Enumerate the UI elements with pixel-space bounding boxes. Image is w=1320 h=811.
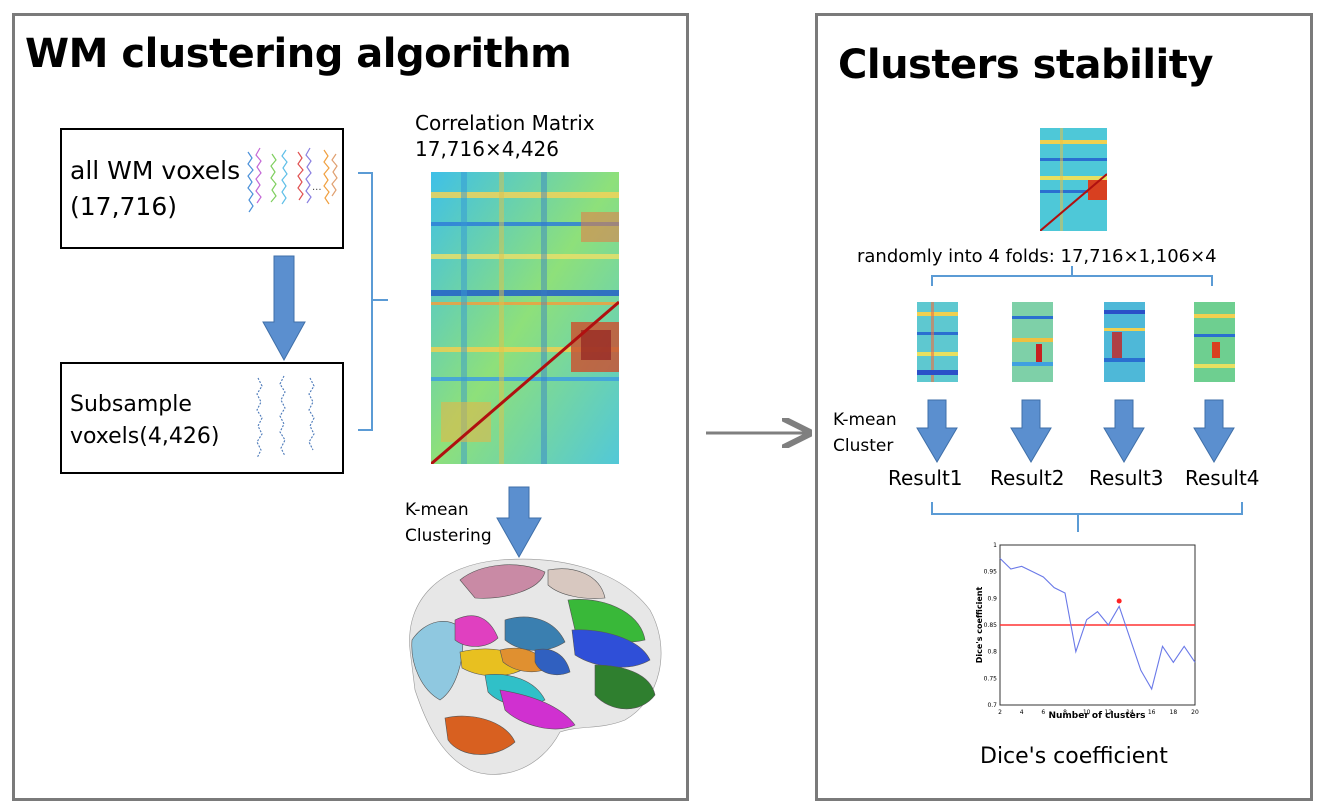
fold-matrix-1 [917, 302, 958, 382]
voxel-timeseries-icon: ··· [247, 147, 338, 213]
y-tick-label: 0.8 [987, 649, 997, 656]
x-tick-label: 18 [1170, 709, 1178, 716]
svg-text:···: ··· [312, 185, 322, 196]
y-tick-label: 1 [993, 542, 997, 549]
subsample-label: Subsample [70, 392, 192, 417]
all-wm-voxels-count: (17,716) [70, 192, 177, 221]
x-tick-label: 14 [1126, 709, 1134, 716]
full-correlation-matrix-thumb [1040, 128, 1107, 231]
fold-matrix-2 [1012, 302, 1053, 382]
x-tick-label: 12 [1105, 709, 1113, 716]
right-panel-title: Clusters stability [838, 42, 1213, 88]
all-wm-voxels-box: all WM voxels (17,716) ··· [60, 128, 344, 249]
all-wm-voxels-label: all WM voxels [70, 156, 241, 185]
kmean-clustering-label-2: Clustering [405, 526, 492, 546]
kmean-clustering-label-1: K-mean [405, 500, 469, 520]
dice-series-line [999, 557, 1196, 691]
result-2-label: Result2 [990, 466, 1065, 490]
left-panel-title: WM clustering algorithm [25, 31, 572, 77]
result-4-label: Result4 [1185, 466, 1260, 490]
kmean-cluster-label-1: K-mean [833, 410, 897, 430]
y-tick-label: 0.9 [987, 595, 997, 602]
fold-matrix-4 [1194, 302, 1235, 382]
subsample-voxels-box: Subsample voxels(4,426) [60, 362, 344, 474]
result-3-label: Result3 [1089, 466, 1164, 490]
x-tick-label: 20 [1191, 709, 1199, 716]
kmean-cluster-label-2: Cluster [833, 436, 894, 456]
x-tick-label: 8 [1063, 709, 1067, 716]
x-tick-label: 6 [1041, 709, 1045, 716]
x-tick-label: 10 [1083, 709, 1091, 716]
correlation-matrix-size: 17,716×4,426 [415, 137, 559, 161]
y-tick-label: 0.85 [984, 622, 998, 629]
correlation-matrix-label: Correlation Matrix [415, 111, 595, 135]
correlation-matrix-heatmap [431, 172, 619, 464]
y-tick-label: 0.95 [984, 569, 998, 576]
fold-matrix-3 [1104, 302, 1145, 382]
x-tick-label: 4 [1020, 709, 1024, 716]
y-tick-label: 0.7 [987, 702, 997, 709]
folds-label: randomly into 4 folds: 17,716×1,106×4 [857, 246, 1217, 267]
y-tick-label: 0.75 [984, 675, 998, 682]
x-tick-label: 2 [998, 709, 1002, 716]
result-1-label: Result1 [888, 466, 963, 490]
dice-coefficient-chart: 2 4 6 8 10 12 14 16 18 20 0.7 0.75 0.8 0.85 0.9 0.95 1 N… [975, 542, 1199, 721]
subsample-timeseries-icon [256, 375, 315, 459]
subsample-count: voxels(4,426) [70, 424, 220, 449]
x-tick-label: 16 [1148, 709, 1156, 716]
dice-caption: Dice's coefficient [980, 744, 1168, 769]
chart-y-axis-label: Dice's coefficient [975, 587, 984, 664]
chart-x-axis-label: Number of clusters [1048, 711, 1145, 721]
highlight-point [1116, 598, 1122, 604]
